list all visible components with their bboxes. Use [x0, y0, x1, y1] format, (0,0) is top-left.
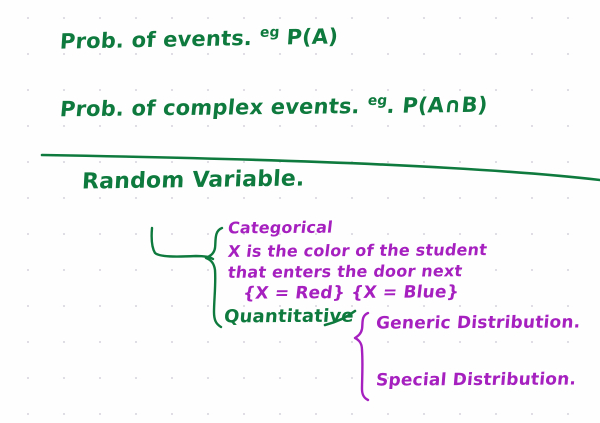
prob-events-superscript: eg [259, 24, 280, 41]
categorical-description-line-1: X is the color of the student [226, 240, 489, 261]
elbow-connector [150, 226, 215, 261]
branch-special-distribution: Special Distribution. [375, 369, 577, 391]
heading-random-variable: Random Variable. [81, 166, 306, 195]
note-line-prob-events: Prob. of events. eg P(A) [59, 24, 340, 54]
label-categorical: Categorical [226, 217, 334, 238]
prob-complex-superscript: eg [367, 92, 388, 110]
label-quantitative: Quantitative [223, 305, 355, 328]
prob-events-text-before: Prob. of events. [59, 25, 261, 54]
curly-brace-purple [353, 311, 370, 402]
prob-events-text-after: P(A) [278, 24, 340, 50]
prob-complex-text-after: . P(A∩B) [385, 92, 489, 118]
note-line-prob-complex-events: Prob. of complex events. eg. P(A∩B) [58, 92, 489, 122]
branch-generic-distribution: Generic Distribution. [375, 312, 582, 334]
categorical-description-line-2: that enters the door next [226, 261, 464, 282]
prob-complex-text-before: Prob. of complex events. [58, 94, 369, 122]
curly-brace-green [204, 226, 224, 329]
categorical-set-notation: {X = Red} {X = Blue} [241, 282, 461, 304]
